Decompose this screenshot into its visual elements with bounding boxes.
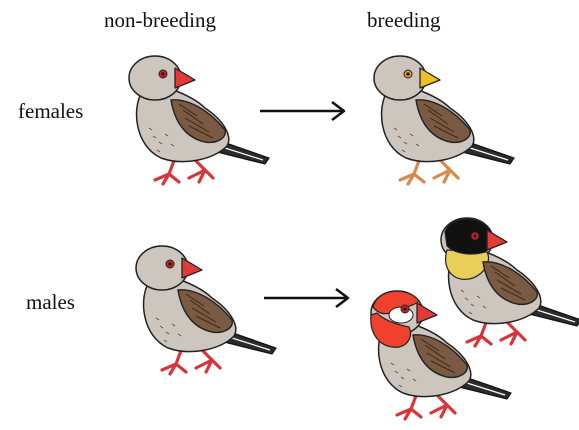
bird-female-breeding xyxy=(358,50,518,190)
head xyxy=(129,56,181,100)
header-breeding: breeding xyxy=(367,10,440,31)
pupil xyxy=(473,234,476,237)
beak xyxy=(175,68,195,88)
row-label-females: females xyxy=(18,101,83,122)
head-black-mask xyxy=(445,219,492,254)
pupil xyxy=(403,307,406,310)
pupil xyxy=(161,72,164,75)
beak xyxy=(420,68,440,88)
header-non-breeding: non-breeding xyxy=(104,10,216,31)
beak xyxy=(182,258,202,278)
bird-female-nonbreeding xyxy=(113,50,273,190)
head xyxy=(374,56,426,100)
pupil xyxy=(168,262,171,265)
head xyxy=(136,246,188,290)
pupil xyxy=(406,72,409,75)
row-label-males: males xyxy=(26,292,75,313)
beak xyxy=(487,230,507,250)
bird-male-nonbreeding xyxy=(120,240,280,380)
beak xyxy=(417,303,437,323)
bird-male-breeding-red xyxy=(355,285,515,425)
